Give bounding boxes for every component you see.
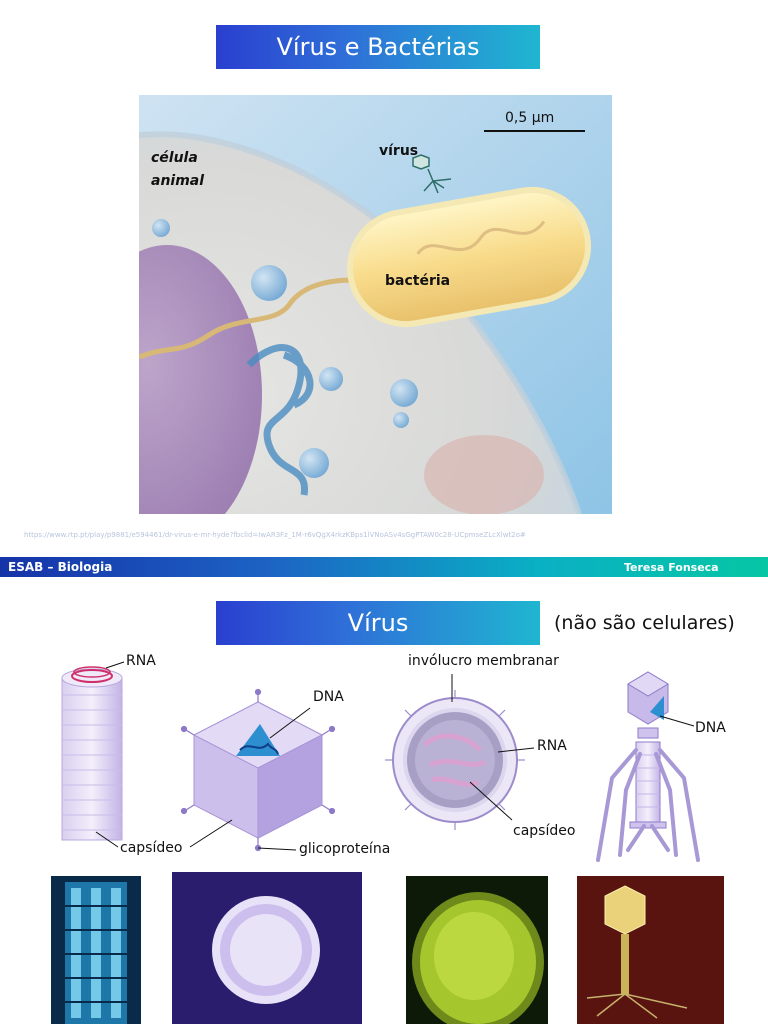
slide1-title: Vírus e Bactérias: [277, 33, 480, 61]
bacteria-label: bactéria: [385, 273, 450, 289]
vesicle: [390, 379, 418, 407]
micrograph-helical: [51, 876, 141, 1024]
micrograph-enveloped: [406, 876, 548, 1024]
source-link[interactable]: https://www.rtp.pt/play/p9881/e594461/dr…: [24, 531, 526, 539]
micrograph-bacteriophage: [577, 876, 724, 1024]
label-rna-1: RNA: [126, 653, 156, 669]
glycoprotein-pointer: [258, 848, 296, 850]
dna-pointer-2: [660, 716, 694, 726]
cell-label-line1: célula: [151, 147, 198, 170]
vesicle: [299, 448, 329, 478]
slide2-title-box: Vírus: [216, 601, 540, 645]
label-capsid-2: capsídeo: [513, 823, 575, 839]
enveloped-virus: [385, 690, 525, 830]
micrograph-icosahedral: [172, 872, 362, 1024]
footer-right: Teresa Fonseca: [624, 561, 719, 574]
icosahedral-virus: [182, 690, 335, 851]
label-envelope: invólucro membranar: [408, 653, 559, 669]
footer-bar: ESAB – Biologia Teresa Fonseca: [0, 557, 768, 577]
vesicle: [393, 412, 409, 428]
label-rna-2: RNA: [537, 738, 567, 754]
capsid-pointer-2: [190, 820, 232, 847]
vesicle: [152, 219, 170, 237]
bacteriophage: [598, 672, 698, 860]
virus-diagrams: [0, 650, 768, 872]
vesicle: [251, 265, 287, 301]
rna-pointer-1: [106, 662, 124, 668]
mitochondrion: [424, 435, 544, 514]
virus-label: vírus: [379, 143, 418, 159]
label-dna-2: DNA: [695, 720, 726, 736]
label-dna-1: DNA: [313, 689, 344, 705]
slide1-title-box: Vírus e Bactérias: [216, 25, 540, 69]
footer-left: ESAB – Biologia: [8, 560, 112, 574]
label-glycoprotein: glicoproteína: [299, 841, 390, 857]
cell-label-line2: animal: [151, 170, 204, 193]
scale-label: 0,5 µm: [505, 110, 554, 126]
label-capsid-1: capsídeo: [120, 840, 182, 856]
helical-virus: [62, 667, 122, 840]
slide2-subtitle: (não são celulares): [554, 612, 735, 634]
vesicle: [319, 367, 343, 391]
cell-bacteria-illustration: [139, 95, 612, 514]
slide2-title: Vírus: [348, 609, 409, 637]
